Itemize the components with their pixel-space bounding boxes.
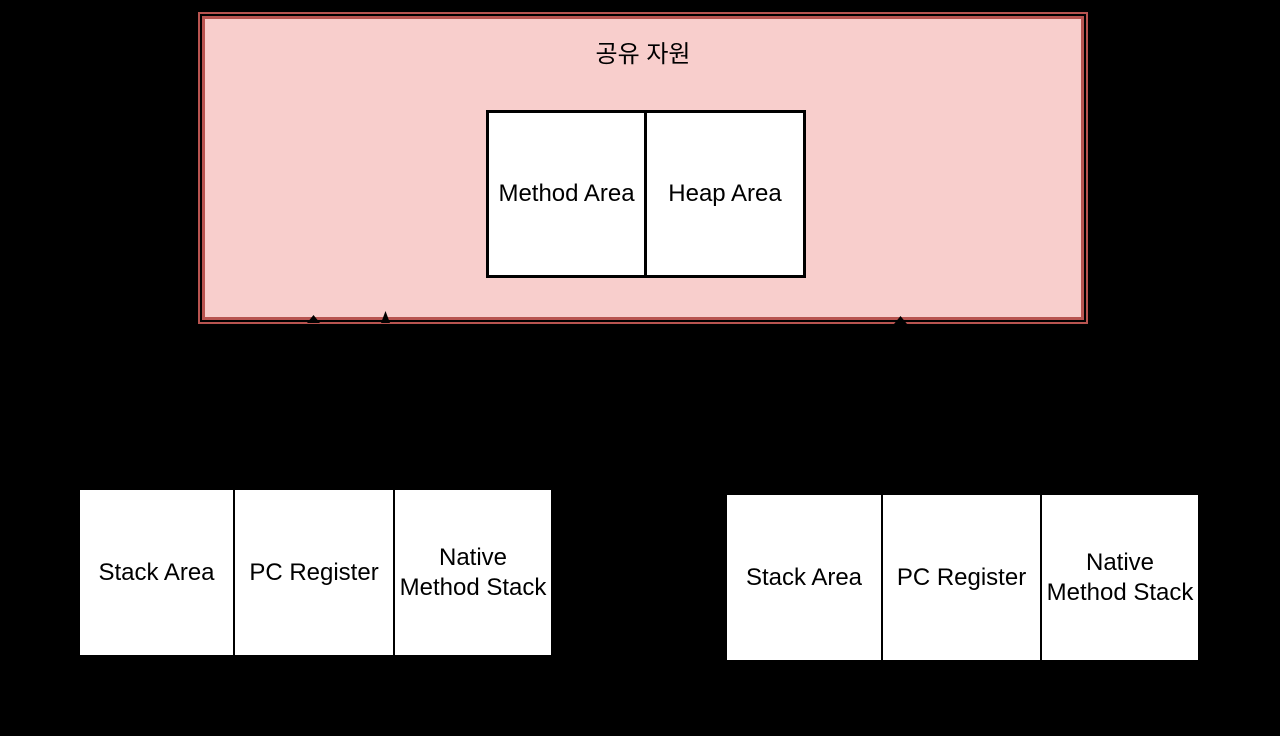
pc-register-box: PC Register <box>881 493 1042 662</box>
shared-resource-inner-boxes: Method Area Heap Area <box>486 110 806 278</box>
shared-resource-title: 공유 자원 <box>595 41 691 68</box>
thread-1-boxes: Stack Area PC Register Native Method Sta… <box>78 488 553 657</box>
pc-register-box: PC Register <box>233 488 395 657</box>
stack-area-label: Stack Area <box>745 563 863 591</box>
pc-register-label: PC Register <box>249 558 379 586</box>
arrowhead-icon <box>894 316 907 324</box>
heap-area-box: Heap Area <box>644 110 806 278</box>
stack-area-box: Stack Area <box>725 493 883 662</box>
stack-area-label: Stack Area <box>98 558 215 586</box>
method-area-label: Method Area <box>498 180 635 207</box>
stack-area-box: Stack Area <box>78 488 235 657</box>
thread-2-boxes: Stack Area PC Register Native Method Sta… <box>725 493 1200 662</box>
shared-resource-outer-border <box>198 12 1088 324</box>
heap-area-label: Heap Area <box>668 180 782 207</box>
arrowhead-icon <box>307 315 320 323</box>
pc-register-label: PC Register <box>896 563 1027 591</box>
native-method-stack-box: Native Method Stack <box>393 488 553 657</box>
native-method-stack-label: Native Method Stack <box>1046 548 1194 606</box>
method-area-box: Method Area <box>486 110 647 278</box>
arrowhead-icon <box>381 311 390 323</box>
native-method-stack-label: Native Method Stack <box>399 543 547 601</box>
native-method-stack-box: Native Method Stack <box>1040 493 1200 662</box>
